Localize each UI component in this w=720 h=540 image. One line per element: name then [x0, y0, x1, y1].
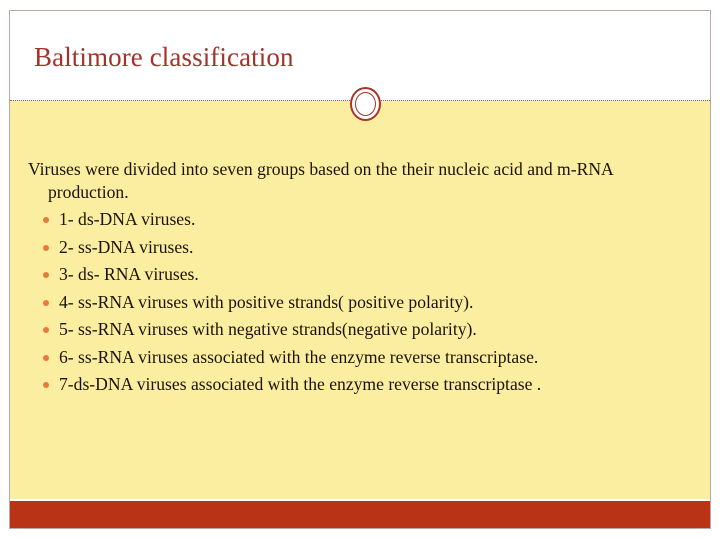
circle-ornament-icon: [350, 87, 381, 121]
slide-content: Viruses were divided into seven groups b…: [28, 158, 688, 401]
bullet-dot-icon: [43, 244, 49, 251]
list-item-label: 2- ss-DNA viruses.: [59, 236, 194, 257]
slide-body-area: Viruses were divided into seven groups b…: [10, 101, 710, 499]
slide-title-area: Baltimore classification: [10, 11, 710, 100]
bullet-dot-icon: [43, 354, 49, 361]
bullet-dot-icon: [43, 272, 49, 278]
bullet-dot-icon: [43, 217, 49, 223]
list-item: 6- ss-RNA viruses associated with the en…: [28, 346, 688, 369]
lead-paragraph: Viruses were divided into seven groups b…: [28, 159, 613, 202]
bottom-accent-bar: [10, 501, 710, 528]
classification-list: 1- ds-DNA viruses. 2- ss-DNA viruses. 3-…: [28, 208, 688, 396]
bullet-dot-icon: [43, 327, 49, 333]
bullet-dot-icon: [43, 299, 49, 306]
list-item-label: 7-ds-DNA viruses associated with the enz…: [59, 374, 542, 394]
slide: Baltimore classification Viruses were di…: [9, 10, 711, 529]
list-item: 7-ds-DNA viruses associated with the enz…: [28, 373, 688, 396]
list-item-label: 6- ss-RNA viruses associated with the en…: [59, 346, 539, 367]
list-item: 1- ds-DNA viruses.: [28, 208, 688, 231]
list-item-label: 1- ds-DNA viruses.: [59, 209, 196, 229]
page-title: Baltimore classification: [34, 42, 294, 72]
list-item-label: 4- ss-RNA viruses with positive strands(…: [59, 291, 474, 312]
list-item: 3- ds- RNA viruses.: [28, 263, 688, 286]
list-item: 5- ss-RNA viruses with negative strands(…: [28, 318, 688, 341]
list-item: 4- ss-RNA viruses with positive strands(…: [28, 291, 688, 314]
bullet-dot-icon: [43, 382, 49, 388]
list-item-label: 3- ds- RNA viruses.: [59, 264, 199, 284]
circle-ornament-inner-icon: [355, 92, 376, 116]
list-item-label: 5- ss-RNA viruses with negative strands(…: [59, 319, 477, 339]
list-item: 2- ss-DNA viruses.: [28, 236, 688, 259]
